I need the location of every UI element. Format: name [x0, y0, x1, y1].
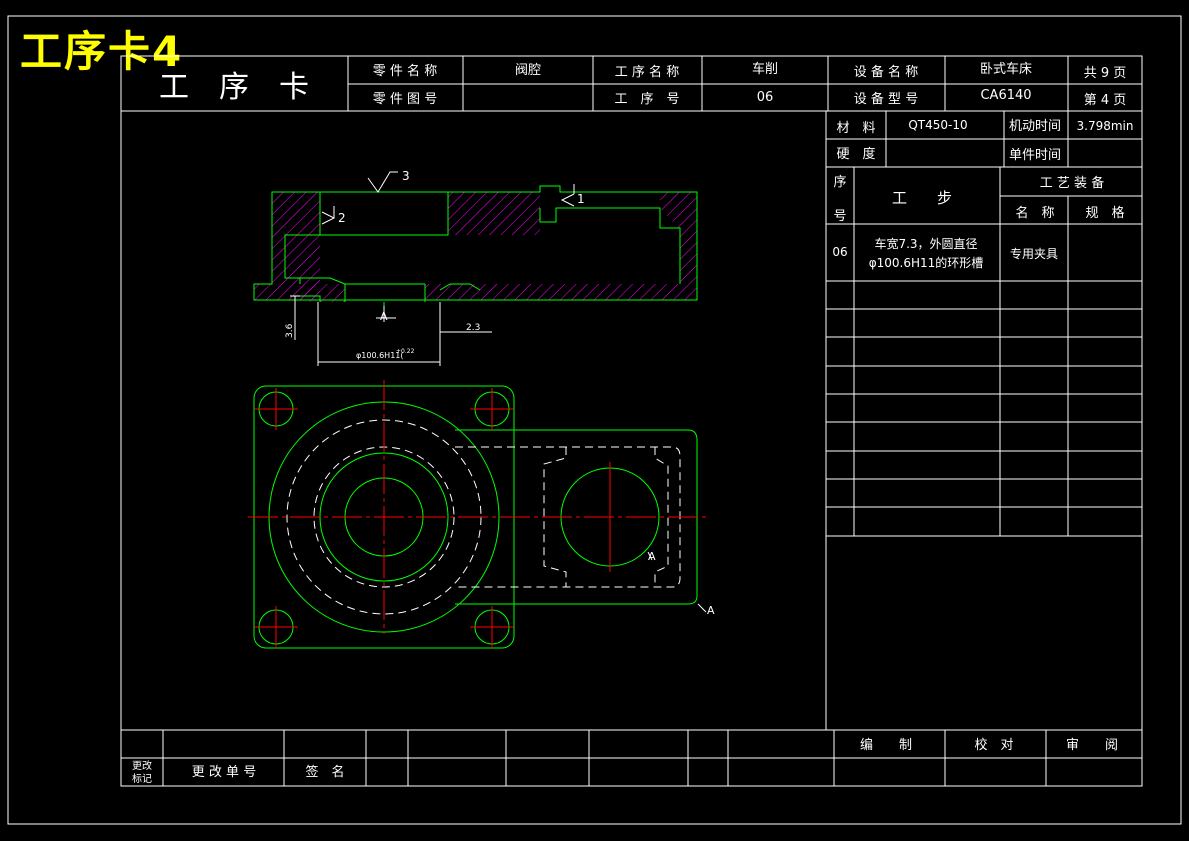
section-hatch-bottom-right	[425, 284, 680, 300]
section-hatch-bottom-left	[300, 284, 345, 302]
plan-view	[248, 380, 707, 649]
section-groove	[300, 283, 481, 302]
review-label: 审 阅	[1066, 738, 1118, 753]
unit-time-label: 单件时间	[1009, 148, 1061, 163]
seq-label-bottom: 号	[833, 209, 846, 224]
section-a-mark: A	[380, 310, 388, 323]
change-doc-label: 更 改 单 号	[192, 765, 256, 780]
sheet-label: 工序卡4	[20, 27, 184, 76]
page-number: 第 4 页	[1084, 93, 1127, 108]
roughness-mark-1	[560, 184, 575, 207]
equipment-spec-header: 规 格	[1085, 205, 1124, 221]
section-cavity-floor	[285, 277, 426, 302]
step-number: 06	[832, 245, 847, 259]
process-no-value: 06	[757, 90, 774, 105]
part-name-label: 零 件 名 称	[373, 63, 437, 79]
roughness-label-3: 3	[402, 169, 410, 183]
step-description-line1: 车宽7.3，外圆直径	[874, 236, 977, 251]
plan-body-outline	[455, 429, 698, 605]
roughness-mark-3	[367, 171, 398, 193]
seq-label-top: 序	[833, 175, 846, 190]
change-mark-label-bottom: 标记	[132, 773, 152, 785]
check-label: 校 对	[974, 737, 1013, 753]
machine-time-label: 机动时间	[1009, 119, 1061, 134]
process-no-label: 工 序 号	[614, 92, 679, 107]
plan-hidden-pocket	[543, 447, 669, 587]
roughness-mark-2	[321, 206, 336, 225]
roughness-label-1: 1	[577, 192, 585, 206]
dim-diameter-text: φ100.6H11(	[356, 351, 404, 360]
part-name-value: 阀腔	[515, 63, 541, 78]
footer-table	[121, 729, 1142, 786]
dim-left-text: 3.6	[285, 323, 295, 338]
step-header: 工 步	[892, 189, 952, 207]
part-drawing-label: 零 件 图 号	[373, 92, 437, 107]
machine-time-value: 3.798min	[1077, 119, 1134, 133]
view-a-label-inner: A	[648, 550, 656, 563]
compile-label: 编 制	[860, 738, 912, 753]
change-mark-label-top: 更改	[132, 759, 152, 772]
equipment-name-label: 设 备 名 称	[854, 64, 918, 80]
total-pages: 共 9 页	[1084, 66, 1127, 81]
step-tool: 专用夹具	[1010, 246, 1058, 261]
right-info-table	[825, 111, 1142, 730]
section-hatch-left-wall	[254, 192, 320, 300]
card-title: 工 序 卡	[159, 70, 309, 105]
roughness-label-2: 2	[338, 211, 346, 225]
material-value: QT450-10	[908, 118, 967, 132]
section-inner-cavity	[284, 192, 681, 284]
hardness-label: 硬 度	[836, 146, 875, 162]
section-view: 3 2 1 φ100.6H11( +0.22 3.6 2.3 A	[253, 169, 698, 366]
step-description-line2: φ100.6H11的环形槽	[869, 255, 984, 270]
equipment-name-value: 卧式车床	[980, 61, 1032, 77]
process-name-value: 车削	[752, 61, 778, 77]
view-a-arrow	[647, 551, 707, 613]
header-table	[121, 56, 1142, 112]
inner-border	[120, 55, 1143, 787]
process-name-label: 工 序 名 称	[615, 64, 679, 80]
outer-border	[7, 15, 1182, 825]
equipment-model-label: 设 备 型 号	[854, 91, 918, 107]
section-hatch-top-middle	[448, 192, 540, 235]
dim-right-text: 2.3	[466, 323, 480, 333]
equipment-name-header: 名 称	[1015, 205, 1054, 221]
dim-diameter-tolerance: +0.22	[396, 348, 415, 355]
section-hatch-top-right	[660, 192, 697, 300]
equipment-header: 工 艺 装 备	[1040, 175, 1104, 191]
material-label: 材 料	[836, 121, 875, 136]
sign-label: 签 名	[305, 764, 344, 780]
view-a-label: A	[707, 604, 715, 617]
section-outer-outline	[253, 185, 698, 301]
equipment-model-value: CA6140	[980, 88, 1031, 103]
